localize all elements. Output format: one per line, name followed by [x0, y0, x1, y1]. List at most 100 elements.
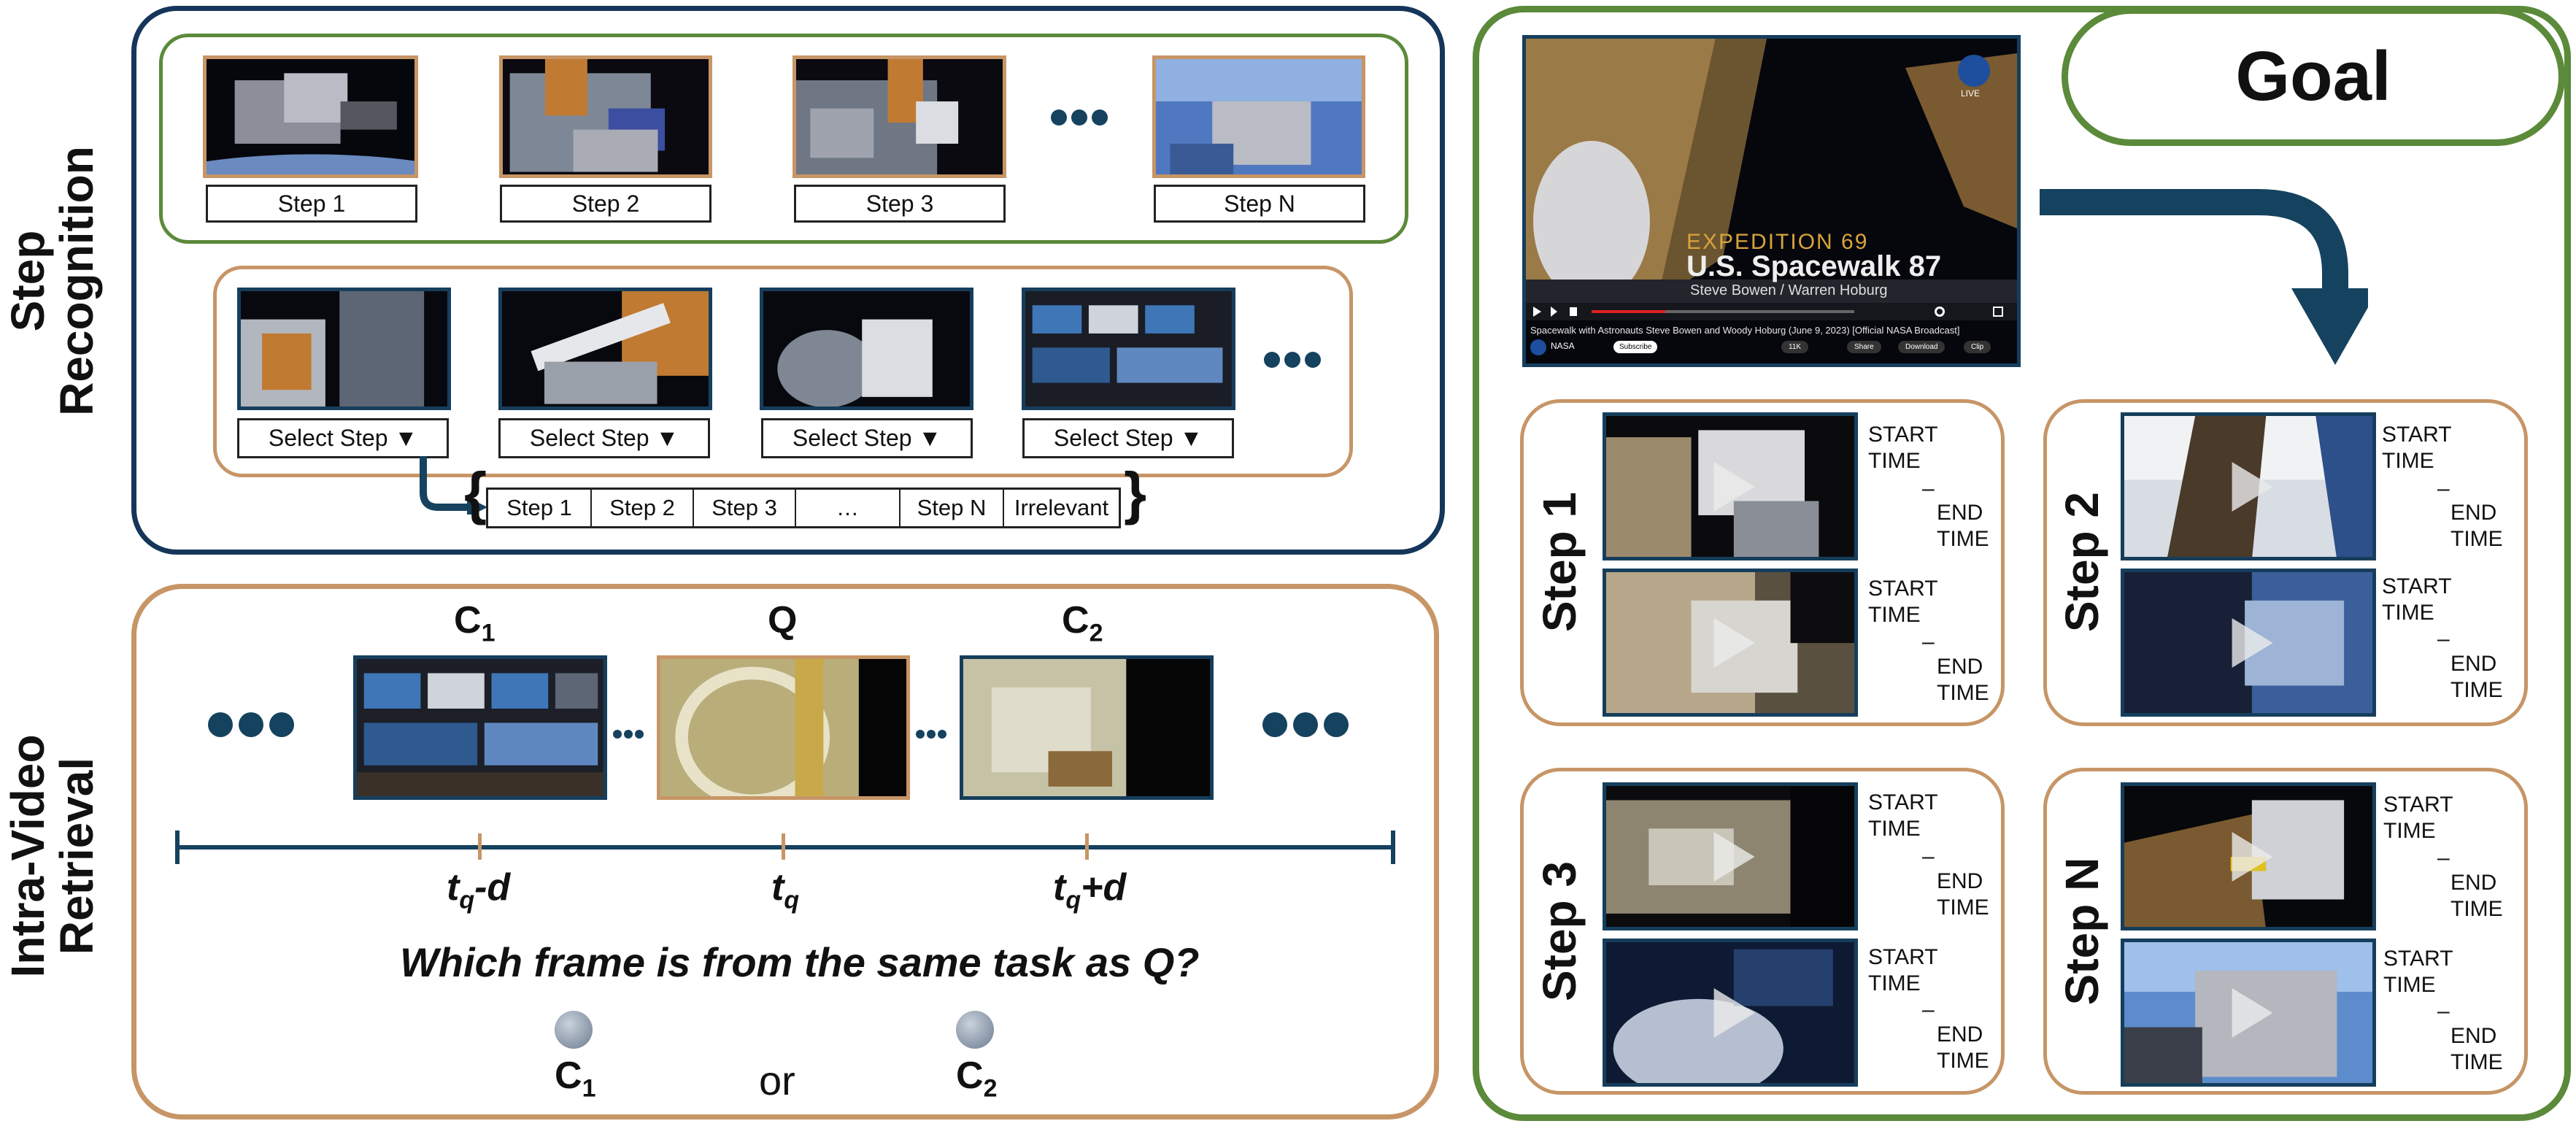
goal-title: Goal [2235, 37, 2391, 115]
unlabeled-clip-thumbnail-3 [760, 288, 973, 410]
option-step-1[interactable]: Step 1 [488, 490, 592, 526]
stepn-clip-2-dash: – [2437, 999, 2450, 1023]
stepn-clip-1-dash: – [2437, 846, 2450, 870]
step1-clip-1-dash: – [1922, 477, 1935, 501]
next-icon[interactable] [1551, 307, 1557, 317]
option-step-2[interactable]: Step 2 [592, 490, 694, 526]
play-icon[interactable] [2232, 461, 2273, 512]
option-step-n[interactable]: Step N [901, 490, 1004, 526]
option-irrelevant[interactable]: Irrelevant [1014, 495, 1109, 520]
step2-clip-2[interactable] [2121, 569, 2376, 717]
share-button[interactable]: Share [1847, 341, 1881, 353]
step2-clip-1[interactable] [2121, 412, 2376, 560]
step3-clip-1[interactable] [1603, 782, 1858, 930]
goal-to-steps-arrow [2040, 189, 2368, 365]
select-step-dropdown-1[interactable]: Select Step ▼ [237, 418, 449, 458]
like-button[interactable]: 11K [1781, 341, 1809, 353]
stepn-clip-1[interactable] [2121, 782, 2376, 930]
option-step-3[interactable]: Step 3 [694, 490, 796, 526]
retrieval-question: Which frame is from the same task as Q? [400, 939, 1200, 985]
step-example-thumbnail-3 [793, 55, 1006, 178]
play-icon[interactable] [1713, 461, 1755, 512]
tick-label-tq: tq [771, 866, 800, 914]
step1-clip-2-dash: – [1922, 630, 1935, 654]
choice-c1-radio[interactable] [555, 1011, 593, 1049]
play-icon[interactable] [1713, 617, 1755, 668]
candidate-frame-c1[interactable] [353, 655, 607, 800]
play-icon[interactable] [1713, 831, 1755, 882]
step3-clip-1-dash: – [1922, 844, 1935, 868]
step-label-n: Step N [1154, 185, 1365, 223]
goal-video-player[interactable]: EXPEDITION 69 U.S. Spacewalk 87 Steve Bo… [1522, 35, 2021, 367]
options-brace-close: } [1124, 461, 1147, 525]
goal-panel [1473, 6, 2571, 1121]
step1-clip-1[interactable] [1603, 412, 1858, 560]
step-recognition-panel [131, 6, 1445, 555]
step-label-1: Step 1 [206, 185, 417, 223]
video-overlay-expedition: EXPEDITION 69 [1686, 230, 1869, 254]
goal-step-label-n: Step N [2056, 857, 2108, 1006]
play-icon[interactable] [1533, 307, 1541, 317]
play-icon[interactable] [2232, 831, 2273, 882]
timeline-end-cap [1391, 831, 1395, 864]
fullscreen-icon[interactable] [1993, 307, 2003, 317]
step2-clip-2-dash: – [2437, 627, 2450, 651]
select-step-dropdown-3[interactable]: Select Step ▼ [761, 418, 973, 458]
play-icon[interactable] [2232, 987, 2273, 1038]
play-icon[interactable] [1713, 987, 1755, 1038]
timeline-tick-tq-minus-d [478, 833, 482, 860]
step3-clip-2[interactable] [1603, 939, 1858, 1087]
candidate-frame-c2[interactable] [960, 655, 1214, 800]
retrieval-right-ellipsis [1262, 712, 1349, 737]
video-overlay-title: U.S. Spacewalk 87 [1686, 250, 1942, 282]
goal-step-label-3: Step 3 [1533, 860, 1586, 1002]
options-brace-open: { [464, 461, 487, 525]
intra-video-retrieval-label: Intra-Video Retrieval [1, 734, 104, 978]
step-example-thumbnail-2 [499, 55, 712, 178]
settings-gear-icon[interactable] [1935, 307, 1945, 317]
step-label-3: Step 3 [794, 185, 1006, 223]
stepn-clip-2[interactable] [2121, 939, 2376, 1087]
select-step-box [213, 266, 1353, 477]
select-step-dropdown-4[interactable]: Select Step ▼ [1022, 418, 1234, 458]
timeline-start-cap [175, 831, 180, 864]
frame-c2-title: C2 [1062, 599, 1103, 647]
dropdown-arrow [420, 456, 487, 515]
unlabeled-clip-thumbnail-4 [1022, 288, 1235, 410]
nasa-logo-icon [1958, 55, 1990, 87]
progress-bar[interactable] [1592, 310, 1854, 313]
retrieval-left-ellipsis [208, 712, 294, 737]
between-q-c2-ellipsis [916, 730, 946, 739]
subscribe-button[interactable]: Subscribe [1613, 341, 1658, 353]
volume-icon[interactable] [1570, 307, 1577, 316]
play-icon[interactable] [2232, 617, 2273, 668]
timeline-tick-tq-plus-d [1085, 833, 1089, 860]
step1-clip-2[interactable] [1603, 569, 1858, 717]
unlabeled-clip-thumbnail-1 [237, 288, 451, 410]
select-step-dropdown-2[interactable]: Select Step ▼ [498, 418, 710, 458]
timeline-axis [177, 845, 1393, 849]
video-control-bar [1526, 303, 2017, 320]
tick-label-tq-minus-d: tq-d [447, 866, 511, 914]
download-button[interactable]: Download [1898, 341, 1946, 353]
step-example-thumbnail-1 [203, 55, 418, 178]
video-caption: Spacewalk with Astronauts Steve Bowen an… [1530, 325, 1960, 336]
choice-c2-label: C2 [956, 1055, 998, 1103]
choice-c2-radio[interactable] [956, 1011, 994, 1049]
query-frame-q[interactable] [657, 655, 910, 800]
clip-button[interactable]: Clip [1964, 341, 1991, 353]
intra-video-retrieval-panel [131, 584, 1439, 1120]
goal-title-box: Goal [2062, 7, 2565, 146]
